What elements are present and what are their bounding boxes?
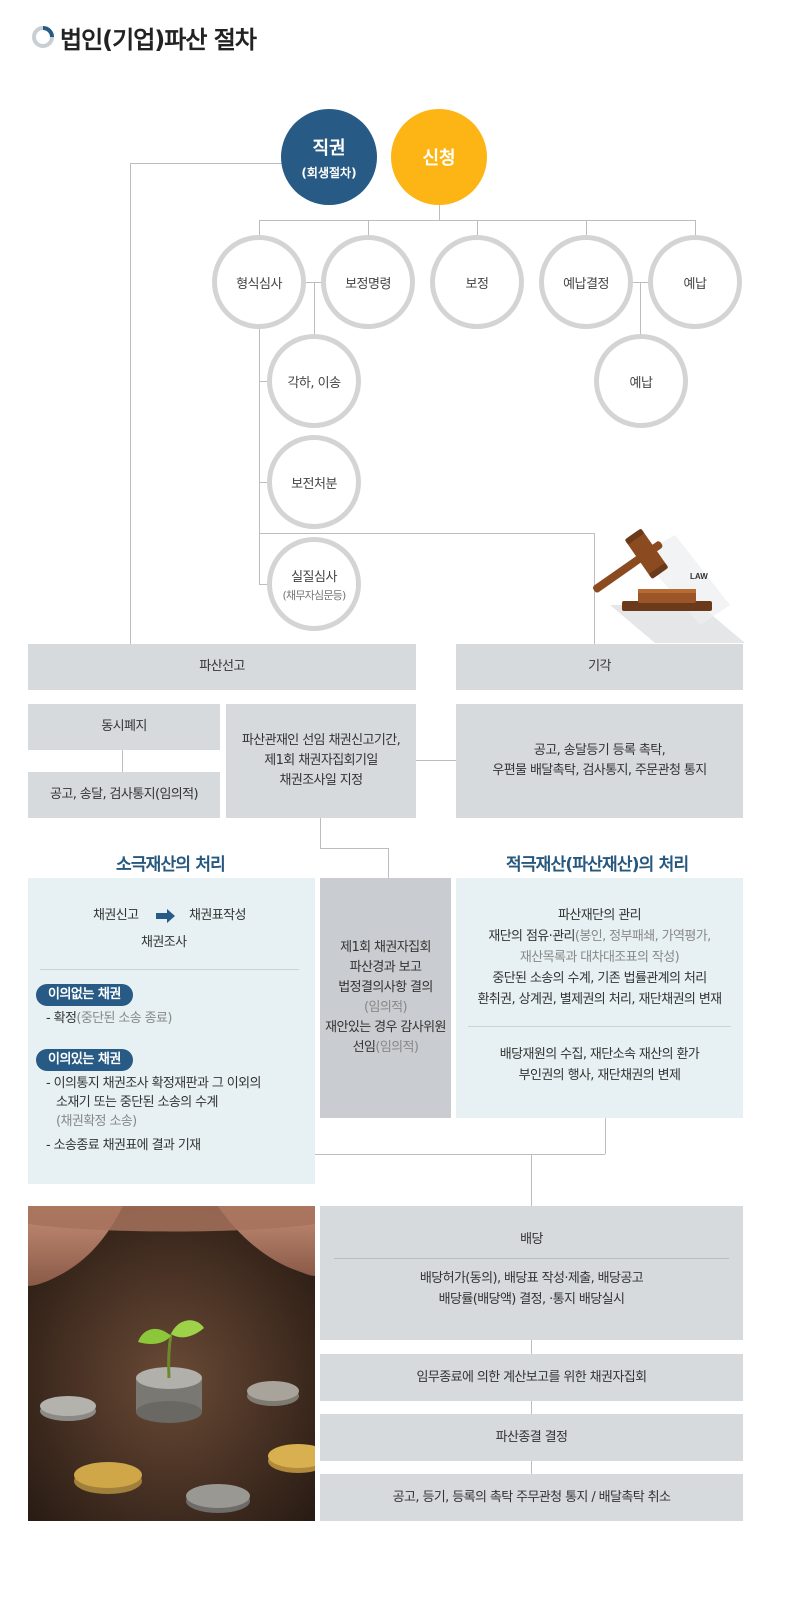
dividend-title: 배당 (520, 1232, 543, 1247)
trustee-line-1: 파산관재인 선임 채권신고기간, (241, 733, 401, 748)
meeting-line-2: 파산경과 보고 (349, 960, 422, 975)
deposit-right-label: 예납 (683, 276, 707, 292)
active-line-4: 중단된 소송의 수계, 기존 법률관계의 처리 (492, 970, 707, 986)
dismissal-transfer-label: 각하, 이송 (287, 375, 341, 391)
correction-order-label: 보정명령 (345, 276, 391, 292)
page-title: 법인(기업)파산 절차 (60, 26, 257, 54)
active-line-7: 부인권의 행사, 재단채권의 변제 (518, 1068, 681, 1083)
active-line-6: 배당재원의 수집, 재단소속 재산의 환가 (499, 1047, 700, 1062)
correction-order-circle: 보정명령 (321, 235, 415, 329)
flow-claim-investigation: 채권조사 (141, 935, 187, 950)
deposit-decision-label: 예납결정 (563, 276, 609, 292)
active-assets-panel (456, 878, 743, 1118)
lawsuit-end-item: - 소송종료 채권표에 결과 기재 (46, 1138, 201, 1153)
bankruptcy-declaration-box: 파산선고 (28, 644, 416, 690)
active-line-3: 재산목록과 대차대조표의 작성) (519, 949, 680, 965)
substantive-review-sub: (채무자심문등) (282, 588, 347, 602)
simultaneous-abolition-box: 동시폐지 (28, 704, 220, 750)
dismissal-label: 기각 (588, 659, 611, 674)
meeting-line-5: 재안있는 경우 감사위원 (325, 1020, 446, 1035)
disputed-item-line-2: 소재기 또는 중단된 소송의 수계 (56, 1095, 218, 1110)
preservation-label: 보전처분 (291, 476, 337, 492)
closure-decision-box: 파산종결 결정 (320, 1414, 743, 1461)
dismissal-notice-line-2: 우편물 배달촉탁, 검사통지, 주문관청 통지 (492, 763, 707, 778)
meeting-line-4: (임의적) (363, 1000, 408, 1015)
sincheong-circle: 신청 (391, 109, 487, 205)
deposit-circle-right: 예납 (648, 235, 742, 329)
final-meeting-box: 임무종료에 의한 계산보고를 위한 채권자집회 (320, 1354, 743, 1401)
undisputed-item: - 확정(중단된 소송 종료) (46, 1009, 172, 1029)
dismissal-box: 기각 (456, 644, 743, 690)
disputed-claims-pill: 이의있는 채권 (36, 1049, 133, 1071)
final-notice-label: 공고, 등기, 등록의 촉탁 주무관청 통지 / 배달촉탁 취소 (392, 1489, 671, 1505)
active-line-2: 재단의 점유·관리(봉인, 정부패쇄, 가역평가, (488, 926, 711, 947)
trustee-appointment-box: 파산관재인 선임 채권신고기간, 제1회 채권자집회기일 채권조사일 지정 (226, 704, 416, 818)
passive-divider (40, 969, 299, 970)
active-divider (468, 1026, 731, 1027)
first-creditors-meeting-box: 제1회 채권자집회 파산경과 보고 법정결의사항 결의 (임의적) 재안있는 경… (320, 878, 451, 1118)
dividend-line-2: 배당률(배당액) 결정, ·통지 배당실시 (438, 1292, 625, 1307)
preservation-circle: 보전처분 (267, 435, 361, 529)
final-meeting-label: 임무종료에 의한 계산보고를 위한 채권자집회 (416, 1369, 648, 1385)
title-circle-icon (32, 26, 54, 48)
coins-plant-photo (28, 1206, 315, 1521)
trustee-line-2: 제1회 채권자집회기일 (264, 753, 378, 768)
formal-review-circle: 형식심사 (212, 235, 306, 329)
disputed-item-note: (채권확정 소송) (56, 1114, 137, 1129)
deposit-circle-lower: 예납 (594, 334, 688, 428)
jikgwon-label: 직권 (312, 137, 346, 159)
dismissal-notice-line-1: 공고, 송달등기 등록 촉탁, (533, 743, 666, 758)
dividend-line-1: 배당허가(동의), 배당표 작성·제출, 배당공고 (419, 1271, 644, 1286)
passive-assets-heading: 소극재산의 처리 (116, 855, 226, 875)
disputed-item-line-1: - 이의통지 채권조사 확정재판과 그 이외의 (46, 1076, 261, 1091)
dismissal-transfer-circle: 각하, 이송 (267, 334, 361, 428)
deposit-lower-label: 예납 (629, 375, 653, 391)
meeting-line-1: 제1회 채권자집회 (340, 940, 431, 955)
active-line-1: 파산재단의 관리 (557, 907, 642, 923)
jikgwon-sub-label: (회생절차) (301, 165, 357, 180)
active-line-5: 환취권, 상계권, 별제권의 처리, 재단채권의 변재 (477, 991, 722, 1007)
passive-assets-panel (28, 878, 315, 1184)
substantive-review-label: 실질심사 (291, 569, 337, 585)
jikgwon-circle: 직권 (회생절차) (281, 109, 377, 205)
active-assets-heading: 적극재산(파산재산)의 처리 (506, 855, 689, 875)
arrow-right-icon (156, 909, 175, 923)
gavel-law-text: LAW (690, 572, 708, 581)
dismissal-notice-box: 공고, 송달등기 등록 촉탁, 우편물 배달촉탁, 검사통지, 주문관청 통지 (456, 704, 743, 818)
gavel-icon: LAW (593, 529, 745, 643)
correction-label: 보정 (465, 276, 489, 292)
formal-review-label: 형식심사 (236, 276, 282, 292)
bankruptcy-declaration-label: 파산선고 (199, 659, 245, 674)
abolition-notice-label: 공고, 송달, 검사통지(임의적) (49, 787, 199, 802)
meeting-line-6: 선임(임의적) (353, 1038, 419, 1058)
meeting-line-6-text: 선임 (352, 1040, 376, 1055)
trustee-line-3: 채권조사일 지정 (279, 773, 363, 788)
closure-decision-label: 파산종결 결정 (495, 1429, 568, 1445)
dividend-box (320, 1206, 743, 1340)
active-assets-bottom-text: 배당재원의 수집, 재단소속 재산의 환가 부인권의 행사, 재단채권의 변제 (456, 1040, 743, 1090)
flow-claim-report: 채권신고 (93, 908, 139, 923)
dividend-detail: 배당허가(동의), 배당표 작성·제출, 배당공고 배당률(배당액) 결정, ·… (320, 1264, 743, 1314)
flow-claim-table: 채권표작성 (189, 908, 246, 923)
active-line-2-note: (봉인, 정부패쇄, 가역평가, (574, 928, 711, 944)
undisputed-claims-pill: 이의없는 채권 (36, 984, 133, 1006)
abolition-notice-box: 공고, 송달, 검사통지(임의적) (28, 772, 220, 818)
dividend-title-wrap: 배당 (320, 1226, 743, 1254)
meeting-line-6-note: (임의적) (375, 1040, 419, 1055)
final-notice-box: 공고, 등기, 등록의 촉탁 주무관청 통지 / 배달촉탁 취소 (320, 1474, 743, 1521)
deposit-decision-circle: 예납결정 (539, 235, 633, 329)
dividend-divider (334, 1258, 729, 1259)
meeting-line-3: 법정결의사항 결의 (338, 980, 433, 995)
sincheong-label: 신청 (422, 148, 456, 169)
undisputed-item-note: (중단된 소송 종료) (76, 1011, 172, 1026)
correction-circle: 보정 (430, 235, 524, 329)
undisputed-item-text: - 확정 (46, 1011, 77, 1026)
active-assets-top-text: 파산재단의 관리 재단의 점유·관리(봉인, 정부패쇄, 가역평가, 재산목록과… (456, 904, 743, 1010)
active-line-2-text: 재단의 점유·관리 (488, 928, 575, 944)
simultaneous-abolition-label: 동시폐지 (101, 719, 147, 734)
substantive-review-circle: 실질심사 (채무자심문등) (267, 537, 361, 631)
